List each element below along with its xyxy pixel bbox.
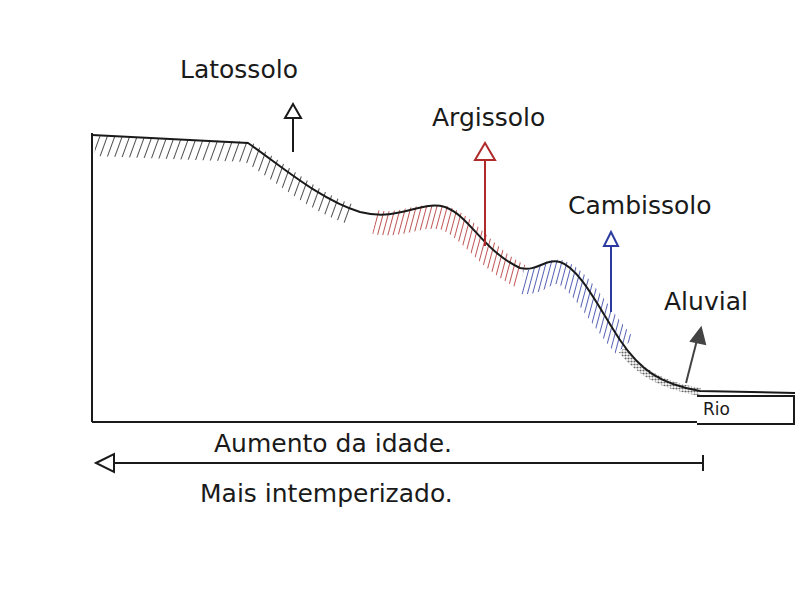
arrow-head xyxy=(691,328,705,344)
leader-arrow xyxy=(484,160,486,246)
frame-line xyxy=(92,421,697,423)
arrow-head xyxy=(285,104,301,118)
frame-line xyxy=(91,133,93,422)
river-box: Rio xyxy=(697,395,795,425)
cambissolo-band xyxy=(522,272,625,346)
age-arrow xyxy=(112,462,703,464)
soil-label: Aluvial xyxy=(664,288,748,316)
argissolo-band xyxy=(375,217,520,276)
arrow-head xyxy=(475,143,495,160)
soil-label: Cambissolo xyxy=(568,192,712,220)
soil-label: Argissolo xyxy=(432,104,545,132)
leader-arrow xyxy=(610,246,612,312)
arrow-head xyxy=(96,454,114,472)
terrain-profile xyxy=(92,135,795,393)
river-label: Rio xyxy=(697,397,736,422)
arrow-tick xyxy=(702,455,704,471)
leader-arrow xyxy=(292,118,294,152)
arrow-head xyxy=(604,232,618,246)
axis-label: Mais intemperizado. xyxy=(200,480,453,508)
soil-label: Latossolo xyxy=(180,56,298,84)
axis-label: Aumento da idade. xyxy=(214,430,452,458)
latossolo-band xyxy=(95,146,350,214)
leader-arrow xyxy=(686,340,697,383)
